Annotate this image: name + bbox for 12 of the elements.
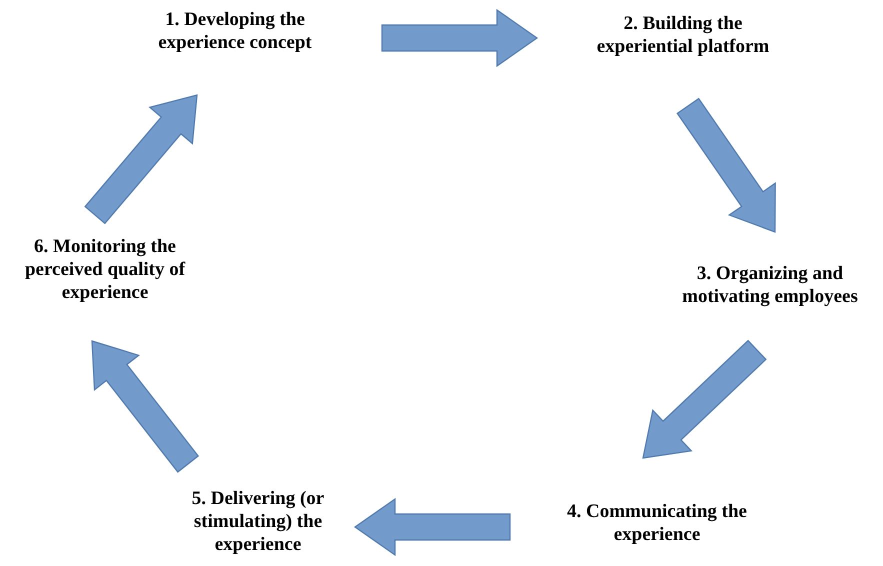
step-label: 2. Building the experiential platform [596, 12, 770, 58]
block-arrow [91, 340, 199, 473]
block-arrow [354, 498, 511, 556]
block-arrow [642, 340, 766, 459]
block-arrow [84, 94, 198, 224]
step-label: 5. Delivering (or stimulating) the experience [190, 487, 326, 556]
step-label: 4. Communicating the experience [566, 500, 748, 546]
step-label: 3. Organizing and motivating employees [681, 262, 859, 308]
block-arrow [381, 8, 538, 68]
block-arrow [676, 98, 776, 233]
step-label: 6. Monitoring the perceived quality of experience [24, 235, 186, 304]
step-label: 1. Developing the experience concept [157, 8, 313, 54]
